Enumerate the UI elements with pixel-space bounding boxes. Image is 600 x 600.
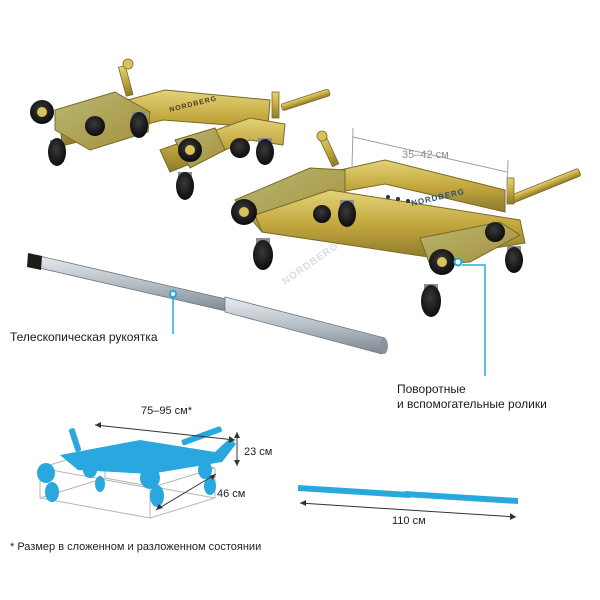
depth-dimension-label: 46 см	[217, 488, 246, 500]
extension-dimension-label: 35–42 см	[402, 149, 449, 161]
extension-dimension	[351, 127, 509, 196]
telescopic-handle-label: Телескопическая рукоятка	[10, 330, 158, 344]
rollers-label-line2: и вспомогательные ролики	[397, 397, 547, 411]
handle-length-label: 110 см	[392, 515, 426, 527]
handle-size-diagram	[298, 485, 518, 520]
wheel-dolly-upper: NORDBERG	[30, 58, 331, 200]
svg-text:NORDBERG: NORDBERG	[280, 240, 341, 287]
wheel-dolly-lower: NORDBERG	[231, 130, 581, 317]
height-dimension-label: 23 см	[244, 446, 273, 458]
dolly-size-diagram	[37, 422, 240, 519]
rollers-label-line1: Поворотные	[397, 382, 466, 396]
telescopic-handle	[27, 253, 388, 355]
footnote: * Размер в сложенном и разложенном состо…	[10, 541, 262, 553]
width-dimension-label: 75–95 см*	[141, 405, 192, 417]
leader-lines	[172, 264, 486, 376]
